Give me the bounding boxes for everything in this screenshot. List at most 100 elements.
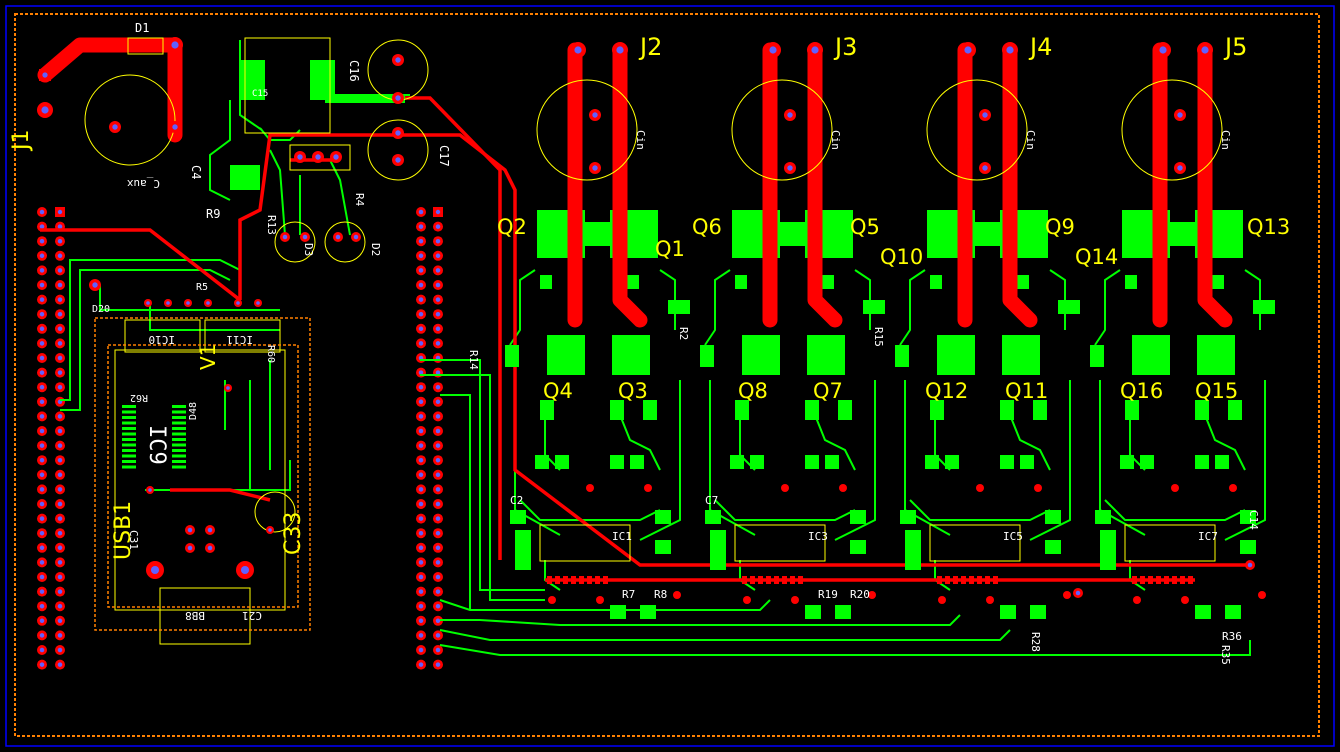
header-pin-hole [39, 545, 45, 551]
label-r4: R4 [353, 193, 366, 207]
smd-pad [1045, 510, 1061, 524]
smd-pad [1125, 275, 1137, 289]
ic9-pin [172, 432, 186, 436]
ic-pin [985, 576, 990, 584]
via [1258, 591, 1266, 599]
smd-pad [505, 345, 519, 367]
ic-pin [563, 576, 568, 584]
header-pin-hole [418, 209, 424, 215]
ic-pin [961, 576, 966, 584]
header-pin-hole [418, 414, 424, 419]
smd-pad [750, 455, 764, 469]
header-pin-hole [39, 341, 45, 346]
header-pin-hole [418, 662, 424, 667]
smd-pad [1120, 455, 1134, 469]
header-pin-hole [39, 603, 45, 609]
label-j2: J2 [638, 33, 662, 61]
smd-pad [1225, 605, 1241, 619]
smd-pad [838, 400, 852, 420]
header-pin-hole [418, 268, 424, 273]
small-pad-hole [146, 301, 150, 305]
cap-pad-hole [395, 157, 401, 163]
smd-pad [610, 455, 624, 469]
header-pin-hole [39, 370, 45, 375]
label-r8: R8 [654, 588, 667, 601]
smd-pad [825, 455, 839, 469]
header-pin-hole [39, 487, 45, 492]
usb-outline [94, 317, 311, 631]
header-pin-hole [418, 560, 424, 565]
cin-pad-hole [982, 112, 988, 118]
ic-pin [993, 576, 998, 584]
smd-pad [850, 540, 866, 554]
smd-pad [805, 400, 819, 420]
bridge-pour [1165, 222, 1200, 246]
header-pin-hole [39, 530, 45, 536]
label-c14: C14 [1247, 510, 1260, 530]
mosfet-pad [547, 335, 585, 375]
red-traces-thin [40, 96, 1250, 582]
header-pin-hole [39, 589, 45, 594]
header-pin-hole [435, 224, 441, 229]
smd-pad [1253, 300, 1275, 314]
usb-pad-hole [207, 545, 213, 551]
header-pin-hole [39, 414, 45, 419]
bridge-pour [775, 222, 810, 246]
smd-pad [655, 510, 671, 524]
usb-shield-pad-hole [150, 565, 160, 575]
header-pin-hole [418, 487, 424, 492]
header-pin-hole [435, 457, 441, 463]
label-r28: R28 [1029, 632, 1042, 652]
label-r20: R20 [850, 588, 870, 601]
label-ic10: IC10 [149, 333, 176, 346]
j-pad-hole [1201, 46, 1209, 54]
label-r9: R9 [206, 207, 220, 221]
smd-pad [540, 275, 552, 289]
j-pad-hole [769, 46, 777, 54]
label-c17: C17 [437, 145, 451, 167]
label-cin-2: Cin [829, 130, 842, 150]
header-pin-hole [39, 472, 45, 478]
smd-pad [1033, 400, 1047, 420]
ic9-pin [122, 465, 136, 469]
smd-pad [1100, 530, 1116, 570]
header-pin-hole [418, 618, 424, 624]
ic-pin [587, 576, 592, 584]
label-c33: C33 [281, 512, 306, 555]
ic9-pin [172, 427, 186, 430]
smd-pad [835, 605, 851, 619]
header-pin-hole [39, 647, 45, 653]
smd-pad [925, 455, 939, 469]
d20-pad-hole [92, 282, 98, 288]
via [1181, 596, 1189, 604]
ic9-pin [122, 449, 136, 452]
header-pin-hole [418, 516, 424, 521]
cin-pad-hole [787, 112, 793, 118]
header-pin-hole [39, 618, 45, 624]
label-ic5: IC5 [1003, 530, 1023, 543]
header-pin-hole [39, 399, 45, 405]
smd-pad [1240, 510, 1256, 524]
header-pin-hole [435, 209, 441, 215]
pad-hole [333, 154, 339, 160]
header-pin-hole [57, 282, 63, 288]
header-pin-hole [435, 282, 441, 288]
label-d48: D48 [188, 402, 199, 420]
ic-outline [734, 524, 826, 562]
header-pin-hole [57, 311, 63, 317]
header-pin-hole [418, 297, 424, 302]
mosfet-pad [807, 335, 845, 375]
ic-pin [1140, 576, 1145, 584]
small-pad-hole [166, 301, 170, 305]
via [586, 484, 594, 492]
header-pin-hole [57, 224, 63, 229]
label-c15: C15 [252, 89, 268, 99]
board-outline [14, 13, 1320, 737]
cap-pad-hole [395, 95, 401, 101]
header-pin-hole [418, 399, 424, 405]
smd-pad [630, 455, 644, 469]
ic-pin [579, 576, 584, 584]
header-pin-hole [418, 647, 424, 653]
ic-pin [547, 576, 552, 584]
j-pad-hole [964, 46, 972, 54]
